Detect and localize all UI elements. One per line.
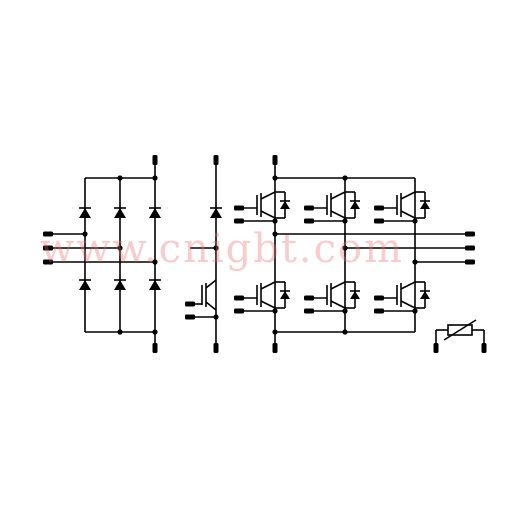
junction-dot: [213, 314, 219, 320]
terminal-pin: [304, 205, 314, 211]
junction-dot: [117, 175, 123, 181]
junction-dots: [82, 175, 418, 335]
junction-dot: [272, 329, 278, 335]
igbt-with-diode: [239, 191, 290, 222]
terminal-pins: [43, 155, 487, 353]
terminal-pin: [272, 155, 278, 165]
terminal-pin: [374, 218, 384, 224]
terminal-pin: [152, 343, 158, 353]
terminal-pin: [213, 343, 219, 353]
ntc-thermistor: [435, 319, 485, 348]
igbt-with-diode: [379, 191, 430, 222]
junction-dot: [272, 308, 278, 314]
terminal-pin: [304, 218, 314, 224]
junction-dot: [342, 218, 348, 224]
junction-dot: [152, 259, 158, 265]
terminal-pin: [374, 295, 384, 301]
terminal-pin: [481, 343, 487, 353]
junction-dot: [272, 175, 278, 181]
junction-dot: [152, 329, 158, 335]
terminal-pin: [234, 308, 244, 314]
terminal-pin: [433, 343, 439, 353]
igbt-with-diode: [309, 281, 360, 312]
terminal-pin: [304, 295, 314, 301]
junction-dot: [412, 308, 418, 314]
junction-dot: [342, 308, 348, 314]
terminal-pin: [272, 343, 278, 353]
terminal-pin: [234, 205, 244, 211]
terminal-pin: [43, 259, 53, 265]
igbt-with-diode: [379, 281, 430, 312]
terminal-pin: [234, 218, 244, 224]
terminal-pin: [43, 245, 53, 251]
terminal-pin: [213, 155, 219, 165]
terminal-pin: [185, 314, 195, 320]
junction-dot: [412, 259, 418, 265]
rectifier-bridge: [48, 160, 156, 350]
junction-dot: [272, 218, 278, 224]
junction-dot: [412, 218, 418, 224]
terminal-pin: [465, 231, 475, 237]
inverter-igbt-cells: [239, 191, 430, 312]
junction-dot: [213, 245, 219, 251]
igbt-with-diode: [239, 281, 290, 312]
terminal-pin: [234, 295, 244, 301]
junction-dot: [117, 329, 123, 335]
junction-dot: [342, 329, 348, 335]
junction-dot: [152, 175, 158, 181]
junction-dot: [342, 175, 348, 181]
junction-dot: [272, 231, 278, 237]
junction-dot: [342, 245, 348, 251]
junction-dot: [82, 231, 88, 237]
terminal-pin: [374, 205, 384, 211]
rectifier-diodes: [78, 207, 223, 291]
terminal-pin: [304, 308, 314, 314]
brake-chopper: [190, 160, 217, 350]
terminal-pin: [43, 231, 53, 237]
terminal-pin: [465, 259, 475, 265]
terminal-pin: [152, 155, 158, 165]
terminal-pin: [465, 245, 475, 251]
igbt-with-diode: [309, 191, 360, 222]
terminal-pin: [185, 301, 195, 307]
inverter: [274, 160, 470, 350]
junction-dot: [117, 245, 123, 251]
terminal-pin: [374, 308, 384, 314]
